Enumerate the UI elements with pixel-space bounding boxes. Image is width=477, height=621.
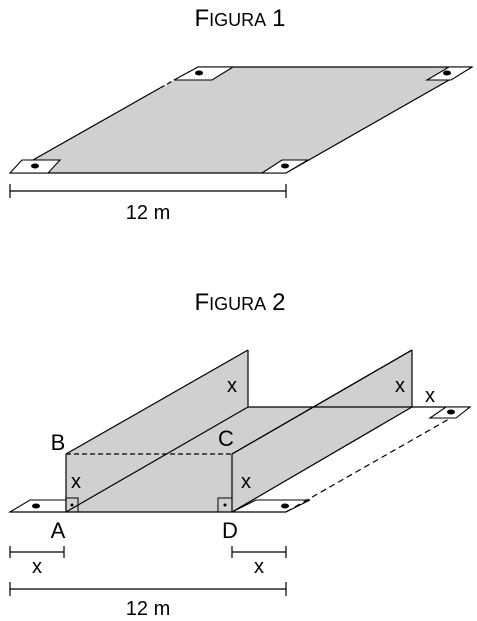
figure2-length-dimension: [9, 582, 287, 596]
figure1-sheet: [8, 66, 474, 174]
figure2-hole-front-left: [32, 503, 40, 509]
figure2-length-label: 12 m: [126, 598, 170, 620]
point-a-label: A: [51, 518, 66, 543]
figure2-gutter: [8, 349, 472, 513]
offset-left-label: x: [32, 556, 42, 578]
figure1-corner-tab-back-right: [424, 66, 474, 81]
fold-label-left-wall: x: [227, 375, 237, 397]
point-b-label: B: [51, 430, 66, 455]
figure1-corner-tab-back-left: [173, 66, 235, 81]
figure2-offset-right-dimension: [231, 546, 287, 558]
fold-label-right-wall: x: [395, 375, 405, 397]
figure1-corner-tab-front-left: [8, 159, 62, 174]
offset-right-label: x: [254, 556, 264, 578]
height-label-cd: x: [241, 471, 251, 493]
figure1-dimension-line: [9, 184, 287, 198]
figure2-hole-front-right: [281, 503, 289, 509]
figure2-offset-left-dimension: [9, 546, 65, 558]
fold-label-outer: x: [425, 385, 435, 407]
figure1-length-label: 12 m: [126, 202, 170, 224]
point-c-label: C: [218, 426, 234, 451]
height-label-ab: x: [71, 471, 81, 493]
figure1-corner-tab-front-right: [260, 159, 311, 174]
point-d-label: D: [222, 518, 238, 543]
